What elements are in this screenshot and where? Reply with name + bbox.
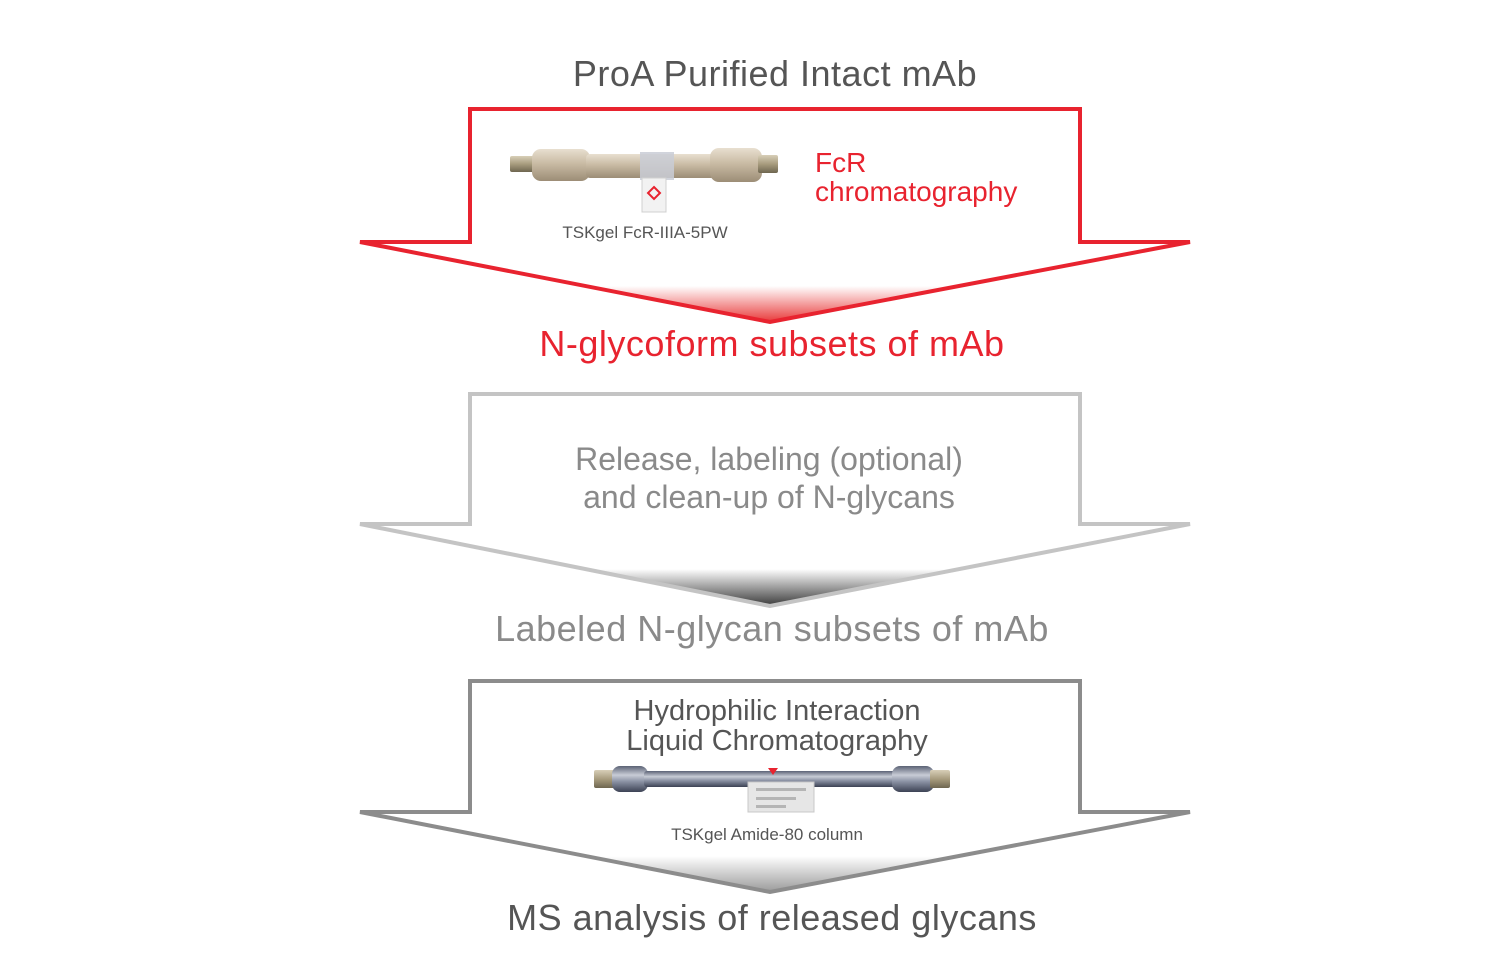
amide-column-icon	[594, 766, 950, 813]
amide-column-name: TSKgel Amide-80 column	[671, 825, 863, 844]
hilic-method-line2: Liquid Chromatography	[626, 725, 928, 757]
step3-arrow	[359, 679, 1191, 895]
step1-arrow	[359, 107, 1191, 325]
fcr-column-icon	[510, 148, 778, 213]
step2-arrow	[359, 392, 1191, 609]
fcr-column-name: TSKgel FcR-IIIA-5PW	[562, 223, 727, 242]
step2-description-line2: and clean-up of N-glycans	[583, 479, 955, 515]
hilic-method-line1: Hydrophilic Interaction	[634, 695, 921, 727]
step1-output-label: N-glycoform subsets of mAb	[539, 323, 1004, 364]
fcr-method-line1: FcR	[815, 147, 866, 178]
fcr-method-line2: chromatography	[815, 176, 1017, 207]
start-label: ProA Purified Intact mAb	[573, 53, 977, 94]
step2-description-line1: Release, labeling (optional)	[575, 441, 963, 477]
step2-output-label: Labeled N-glycan subsets of mAb	[495, 608, 1049, 649]
step3-output-label: MS analysis of released glycans	[507, 897, 1037, 938]
